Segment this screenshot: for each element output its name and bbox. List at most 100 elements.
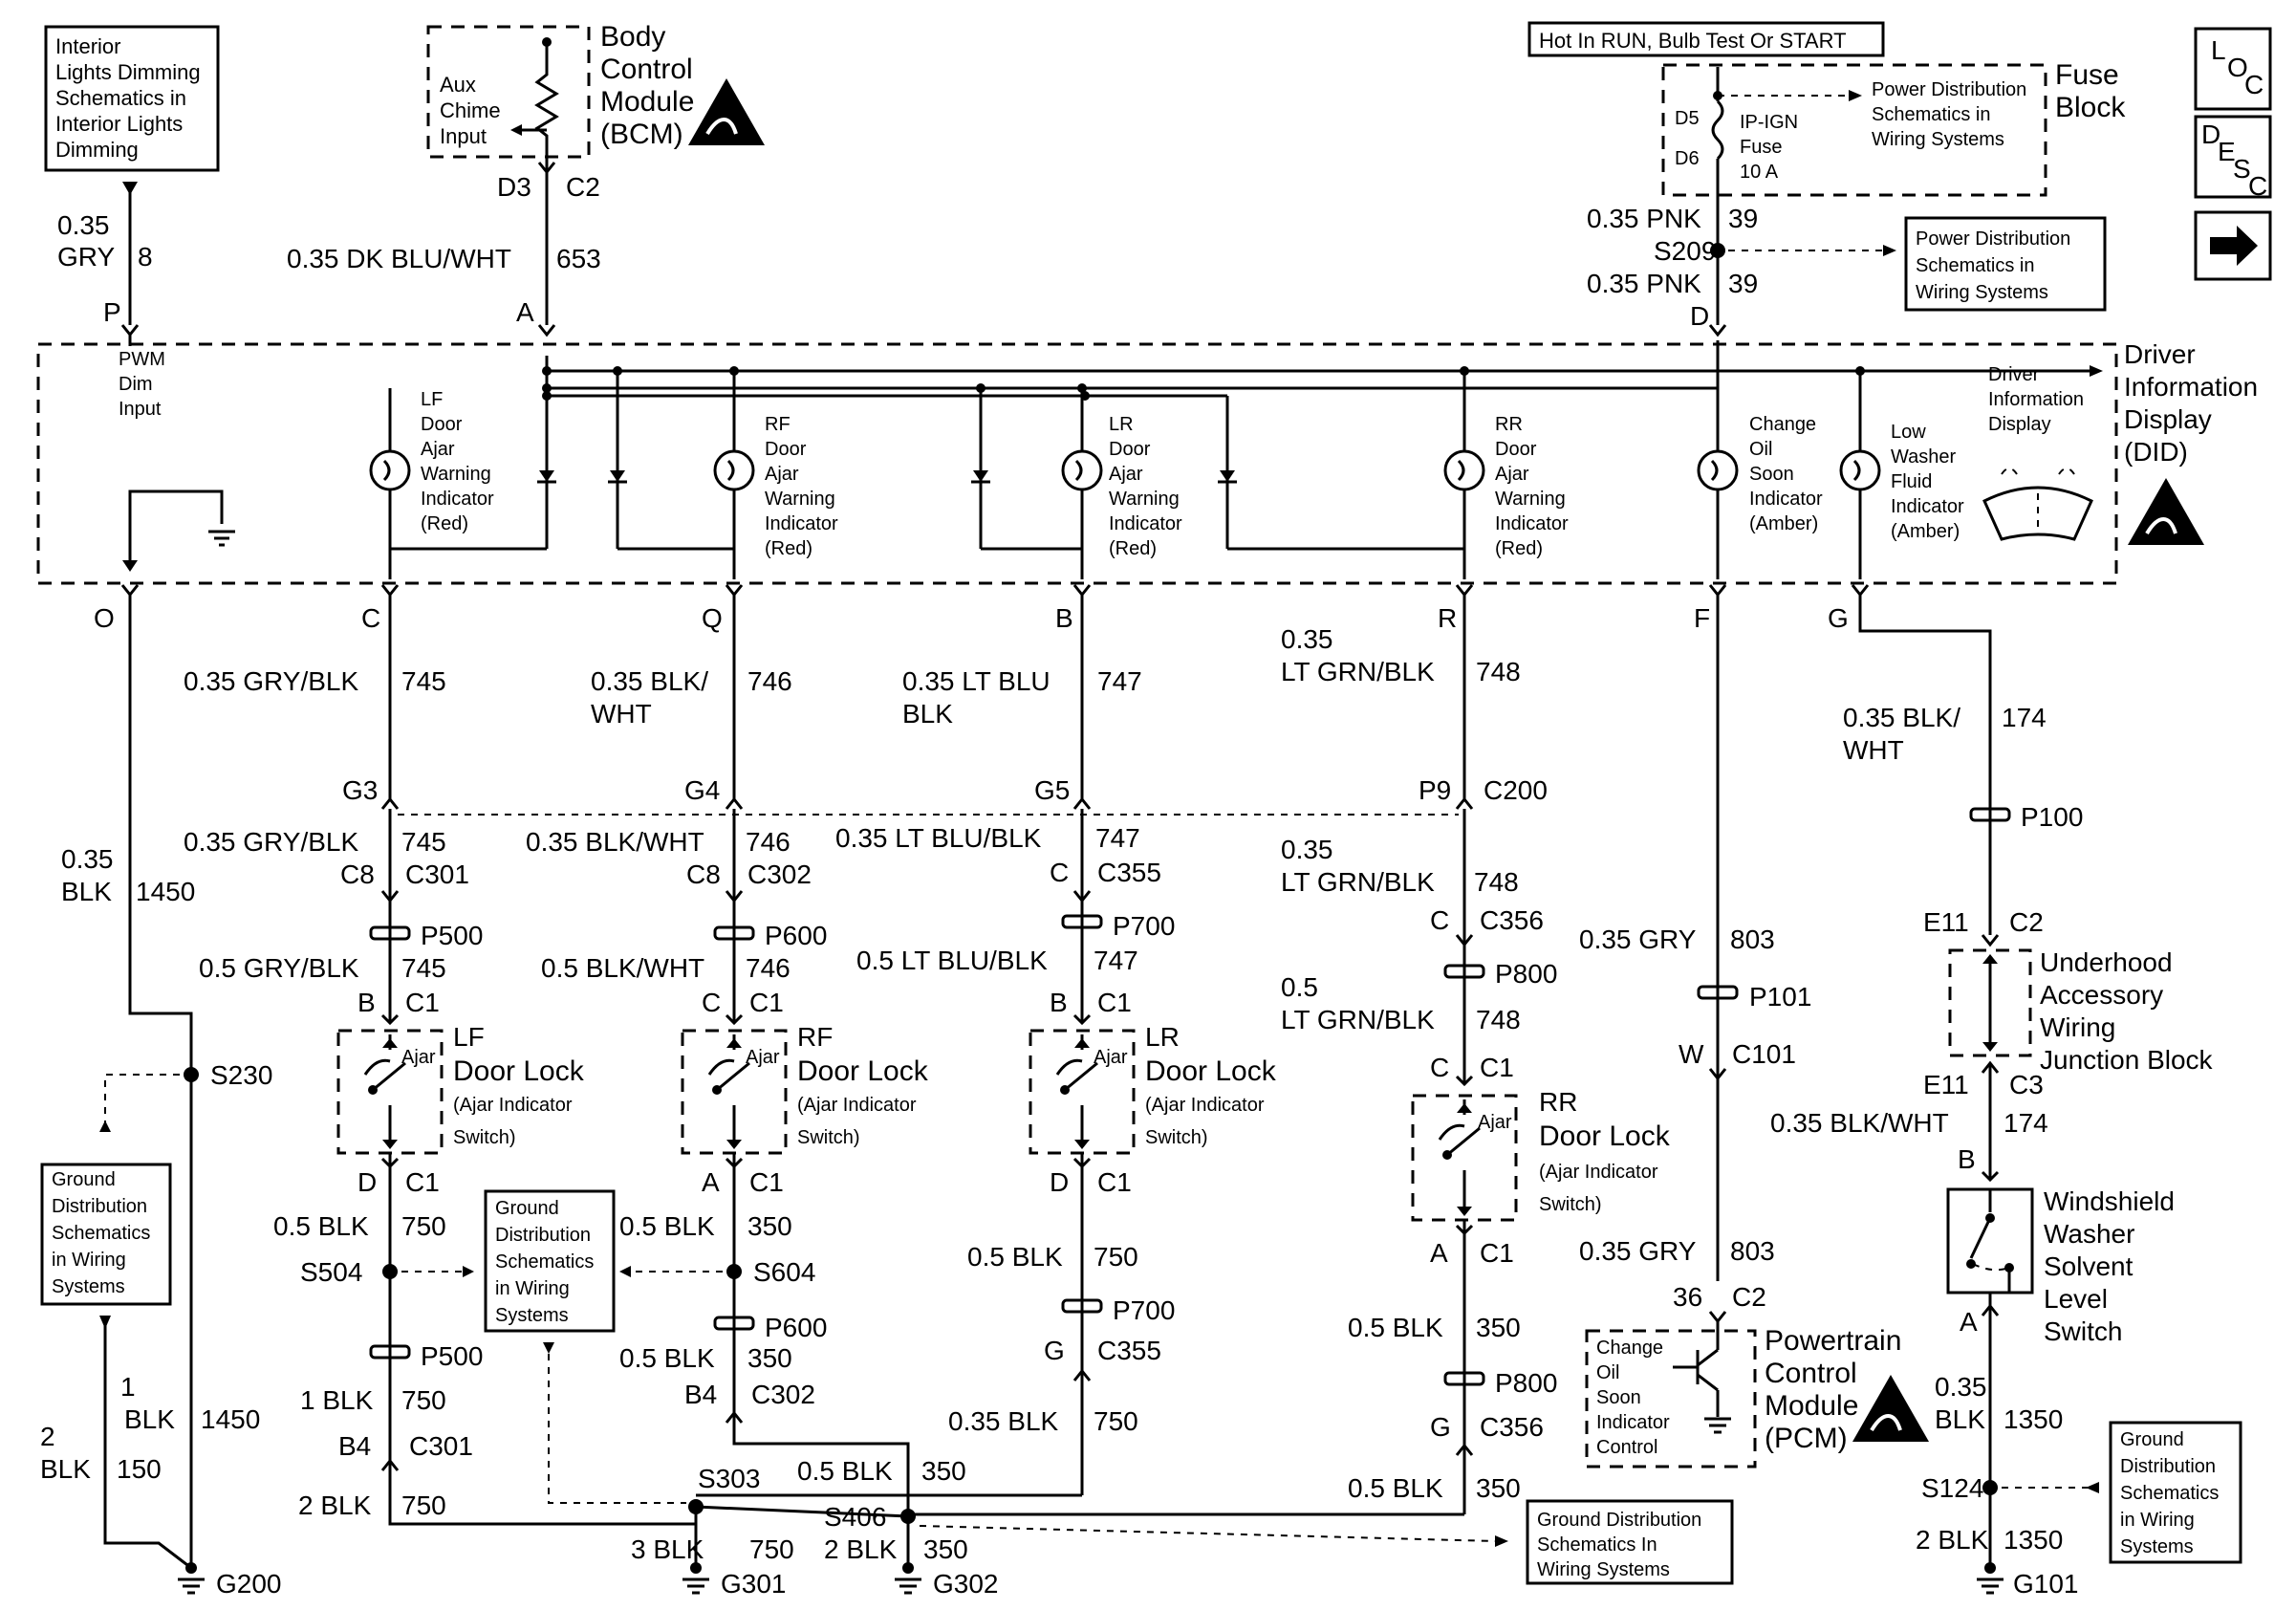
lf-door-lock-switch: Ajar xyxy=(336,1029,444,1155)
svg-text:Indicator: Indicator xyxy=(1596,1412,1670,1433)
svg-text:350: 350 xyxy=(1476,1313,1521,1342)
svg-text:P9: P9 xyxy=(1419,775,1451,805)
next-arrow-button[interactable] xyxy=(2194,210,2272,281)
ground-ref-box-c[interactable]: Ground Distribution Schematics In Wiring… xyxy=(1526,1499,1734,1585)
svg-text:Indicator: Indicator xyxy=(1109,513,1182,534)
svg-text:G3: G3 xyxy=(342,775,378,805)
svg-text:0.35 BLK/WHT: 0.35 BLK/WHT xyxy=(1770,1108,1949,1138)
svg-text:Door: Door xyxy=(765,439,807,460)
svg-text:Body: Body xyxy=(600,21,665,53)
svg-text:Control: Control xyxy=(600,54,693,85)
svg-text:Change: Change xyxy=(1596,1338,1663,1359)
svg-text:39: 39 xyxy=(1728,204,1758,233)
svg-text:(Red): (Red) xyxy=(1109,538,1157,559)
svg-text:Aux: Aux xyxy=(440,73,476,97)
svg-text:Block: Block xyxy=(2055,92,2126,123)
svg-text:E: E xyxy=(2218,137,2236,166)
svg-text:174: 174 xyxy=(2002,703,2047,732)
svg-text:350: 350 xyxy=(923,1534,968,1564)
svg-text:S209: S209 xyxy=(1654,236,1716,266)
svg-text:C8: C8 xyxy=(686,859,721,889)
svg-text:Warning: Warning xyxy=(1495,489,1566,510)
svg-text:(Red): (Red) xyxy=(1495,538,1543,559)
svg-text:LT GRN/BLK: LT GRN/BLK xyxy=(1281,867,1435,897)
svg-text:C1: C1 xyxy=(405,988,440,1017)
ground-ref-box-a[interactable]: Ground Distribution Schematics in Wiring… xyxy=(40,1163,172,1306)
loc-button[interactable]: LOC xyxy=(2194,27,2272,111)
svg-text:Ajar: Ajar xyxy=(1495,464,1529,485)
svg-text:BLK: BLK xyxy=(40,1454,91,1484)
svg-text:0.35: 0.35 xyxy=(1935,1372,1987,1402)
svg-text:P800: P800 xyxy=(1495,959,1557,989)
svg-text:748: 748 xyxy=(1474,867,1519,897)
svg-text:C200: C200 xyxy=(1484,775,1548,805)
svg-text:653: 653 xyxy=(556,244,601,273)
ground-ref-box-b[interactable]: Ground Distribution Schematics in Wiring… xyxy=(484,1189,616,1333)
did-module-outline xyxy=(36,342,2118,585)
svg-text:D: D xyxy=(2201,120,2220,149)
svg-text:750: 750 xyxy=(401,1385,446,1415)
svg-text:0.5 BLK: 0.5 BLK xyxy=(1348,1313,1443,1342)
svg-text:Windshield: Windshield xyxy=(2044,1186,2175,1216)
svg-text:Ground Distribution: Ground Distribution xyxy=(1537,1510,1701,1531)
change-oil-bulb xyxy=(1697,388,1739,579)
ground-ref-box-d[interactable]: Ground Distribution Schematics in Wiring… xyxy=(2109,1421,2242,1564)
svg-text:Ajar: Ajar xyxy=(765,464,799,485)
svg-text:S604: S604 xyxy=(753,1257,815,1287)
svg-text:0.35 GRY/BLK: 0.35 GRY/BLK xyxy=(184,827,358,857)
svg-text:Lights Dimming: Lights Dimming xyxy=(55,60,201,84)
svg-text:C1: C1 xyxy=(1480,1053,1514,1082)
svg-text:Door Lock: Door Lock xyxy=(797,1055,929,1087)
svg-text:RR: RR xyxy=(1539,1087,1577,1117)
svg-text:(Amber): (Amber) xyxy=(1891,521,1960,542)
washer-level-switch xyxy=(1946,1187,2034,1295)
svg-text:0.35 GRY/BLK: 0.35 GRY/BLK xyxy=(184,666,358,696)
svg-text:S406: S406 xyxy=(824,1502,886,1532)
svg-text:350: 350 xyxy=(747,1343,792,1373)
svg-text:BLK: BLK xyxy=(61,877,112,906)
svg-text:Warning: Warning xyxy=(1109,489,1180,510)
svg-text:C8: C8 xyxy=(340,859,375,889)
svg-text:P700: P700 xyxy=(1113,911,1175,941)
svg-text:1450: 1450 xyxy=(201,1404,260,1434)
svg-text:WHT: WHT xyxy=(591,699,652,729)
svg-text:1450: 1450 xyxy=(136,877,195,906)
svg-text:803: 803 xyxy=(1730,1236,1775,1266)
svg-text:Wiring: Wiring xyxy=(2040,1012,2115,1042)
svg-text:174: 174 xyxy=(2004,1108,2048,1138)
svg-text:P500: P500 xyxy=(421,1341,483,1371)
svg-text:B: B xyxy=(357,988,376,1017)
svg-text:G302: G302 xyxy=(933,1569,999,1599)
svg-text:Junction Block: Junction Block xyxy=(2040,1045,2214,1075)
svg-text:C: C xyxy=(1430,905,1449,935)
svg-text:Schematics: Schematics xyxy=(495,1251,594,1273)
svg-text:Washer: Washer xyxy=(2044,1219,2134,1249)
interior-lights-ref-box[interactable]: Interior Lights Dimming Schematics in In… xyxy=(44,25,220,172)
svg-text:D: D xyxy=(1050,1167,1069,1197)
svg-text:PWM: PWM xyxy=(119,349,165,370)
svg-text:C1: C1 xyxy=(749,988,784,1017)
svg-text:Ground: Ground xyxy=(52,1169,116,1190)
svg-text:746: 746 xyxy=(746,953,791,983)
svg-text:Ground: Ground xyxy=(495,1198,559,1219)
svg-text:Module: Module xyxy=(600,86,694,118)
svg-text:(Ajar Indicator: (Ajar Indicator xyxy=(1539,1162,1658,1183)
svg-text:1: 1 xyxy=(120,1372,136,1402)
svg-text:746: 746 xyxy=(746,827,791,857)
svg-text:0.5 GRY/BLK: 0.5 GRY/BLK xyxy=(199,953,359,983)
svg-text:D6: D6 xyxy=(1675,148,1700,169)
svg-text:R: R xyxy=(1438,603,1457,633)
svg-text:Indicator: Indicator xyxy=(765,513,838,534)
svg-text:C1: C1 xyxy=(749,1167,784,1197)
lr-door-lock-switch: Ajar xyxy=(1029,1029,1136,1155)
svg-text:350: 350 xyxy=(747,1211,792,1241)
svg-text:S: S xyxy=(2233,154,2251,184)
header-note: Hot In RUN, Bulb Test Or START xyxy=(1527,21,1885,57)
svg-text:(Amber): (Amber) xyxy=(1749,513,1818,534)
power-distribution-ref-box[interactable]: Power Distribution Schematics in Wiring … xyxy=(1904,216,2107,312)
svg-text:Power Distribution: Power Distribution xyxy=(1872,79,2026,100)
svg-text:Interior: Interior xyxy=(55,34,120,58)
svg-text:Powertrain: Powertrain xyxy=(1765,1325,1901,1357)
